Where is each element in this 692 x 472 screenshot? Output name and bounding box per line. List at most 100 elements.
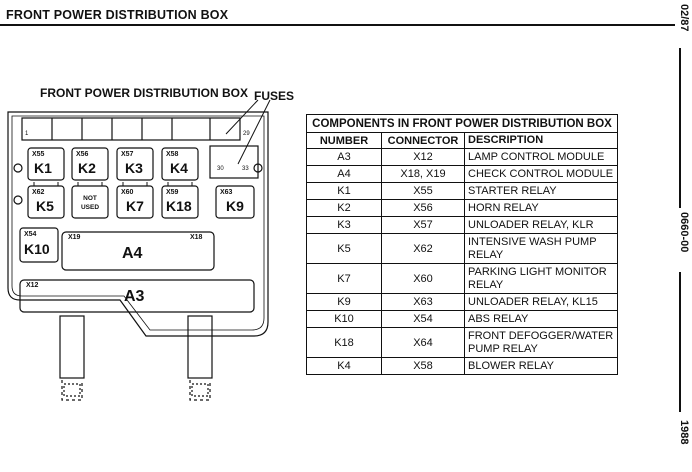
mount-leg-right-dashed xyxy=(189,380,211,401)
column-header-description: DESCRIPTION xyxy=(464,132,618,149)
relay-k18-label: K18 xyxy=(166,198,192,214)
diagram-title: FRONT POWER DISTRIBUTION BOX xyxy=(40,86,248,100)
cell-connector: X63 xyxy=(381,293,465,311)
module-a3-label: A3 xyxy=(124,288,145,305)
relay-k9-connector: X63 xyxy=(220,189,233,196)
relay-not-used-label: NOT USED xyxy=(80,195,100,211)
cell-description: ABS RELAY xyxy=(464,310,618,328)
cell-description: BLOWER RELAY xyxy=(464,357,618,375)
cell-description: CHECK CONTROL MODULE xyxy=(464,165,618,183)
table-caption: COMPONENTS IN FRONT POWER DISTRIBUTION B… xyxy=(306,114,618,133)
relay-k18-body xyxy=(161,185,199,219)
table-row: K2 X56 HORN RELAY xyxy=(306,199,618,217)
relay-k3-label: K3 xyxy=(125,160,143,176)
fuse-first-label: 1 xyxy=(25,131,29,137)
cell-number: A4 xyxy=(306,165,382,183)
table-row: A3 X12 LAMP CONTROL MODULE xyxy=(306,148,618,166)
table-row: K1 X55 STARTER RELAY xyxy=(306,182,618,200)
page-title: FRONT POWER DISTRIBUTION BOX xyxy=(6,8,229,22)
cell-description: HORN RELAY xyxy=(464,199,618,217)
cell-connector: X58 xyxy=(381,357,465,375)
relay-k7-connector: X60 xyxy=(121,189,134,196)
table-row: K18 X64 FRONT DEFOGGER/WATER PUMP RELAY xyxy=(306,327,618,358)
relay-k10-body xyxy=(19,227,59,263)
relay-k5-label: K5 xyxy=(36,198,54,214)
mount-leg-left-dashed xyxy=(61,380,83,401)
relay-k3-body xyxy=(116,147,154,181)
column-header-connector: CONNECTOR xyxy=(381,132,465,149)
relay-k9-body xyxy=(215,185,255,219)
module-a3-body xyxy=(19,279,255,313)
relay-k7-body xyxy=(116,185,154,219)
module-a4-left-connector: X19 xyxy=(68,234,81,241)
relay-k4-connector: X58 xyxy=(166,151,179,158)
relay-k4-label: K4 xyxy=(170,160,188,176)
relay-k10-label: K10 xyxy=(24,241,50,257)
table-row: K7 X60 PARKING LIGHT MONITOR RELAY xyxy=(306,263,618,294)
cell-description: UNLOADER RELAY, KLR xyxy=(464,216,618,234)
table-row: K9 X63 UNLOADER RELAY, KL15 xyxy=(306,293,618,311)
cell-connector: X57 xyxy=(381,216,465,234)
box-housing-outline xyxy=(7,111,269,337)
fuse-strip xyxy=(21,117,241,141)
cell-description: UNLOADER RELAY, KL15 xyxy=(464,293,618,311)
cell-description: FRONT DEFOGGER/WATER PUMP RELAY xyxy=(464,327,618,358)
cell-number: K7 xyxy=(306,263,382,294)
cell-connector: X60 xyxy=(381,263,465,294)
module-a4-body xyxy=(61,231,215,271)
table-row: A4 X18, X19 CHECK CONTROL MODULE xyxy=(306,165,618,183)
cell-number: K2 xyxy=(306,199,382,217)
cell-connector: X55 xyxy=(381,182,465,200)
relay-k1-label: K1 xyxy=(34,160,52,176)
relay-k10-connector: X54 xyxy=(24,231,37,238)
cell-description: STARTER RELAY xyxy=(464,182,618,200)
components-table: COMPONENTS IN FRONT POWER DISTRIBUTION B… xyxy=(306,114,618,375)
relay-k1-connector: X55 xyxy=(32,151,45,158)
cell-number: K9 xyxy=(306,293,382,311)
side-year: 1988 xyxy=(678,420,690,445)
relay-k3-connector: X57 xyxy=(121,151,134,158)
column-header-number: NUMBER xyxy=(306,132,382,149)
mount-leg-right xyxy=(187,315,213,379)
cell-number: K5 xyxy=(306,233,382,264)
cell-connector: X54 xyxy=(381,310,465,328)
relay-k18-connector: X59 xyxy=(166,189,179,196)
side-rule-bottom xyxy=(679,272,681,412)
cell-number: K4 xyxy=(306,357,382,375)
side-rule-top xyxy=(679,48,681,208)
cell-number: K3 xyxy=(306,216,382,234)
table-row: K4 X58 BLOWER RELAY xyxy=(306,357,618,375)
relay-k2-label: K2 xyxy=(78,160,96,176)
fuse-block-small xyxy=(209,145,259,179)
mount-leg-left xyxy=(59,315,85,379)
side-date: 02/87 xyxy=(678,4,690,32)
module-a4-right-connector: X18 xyxy=(190,234,203,241)
cell-connector: X12 xyxy=(381,148,465,166)
table-row: K3 X57 UNLOADER RELAY, KLR xyxy=(306,216,618,234)
fuse-mid-right-label: 33 xyxy=(242,166,249,172)
module-a3-connector: X12 xyxy=(26,282,39,289)
fuse-last-label: 29 xyxy=(243,131,250,137)
relay-k2-connector: X56 xyxy=(76,151,89,158)
cell-number: K18 xyxy=(306,327,382,358)
box-housing-inner-outline xyxy=(11,115,265,331)
module-a4-label: A4 xyxy=(122,245,143,262)
fuses-label: FUSES xyxy=(254,89,295,103)
header-divider xyxy=(0,24,675,26)
cell-connector: X56 xyxy=(381,199,465,217)
relay-k4-body xyxy=(161,147,199,181)
relay-k7-label: K7 xyxy=(126,198,144,214)
cell-number: A3 xyxy=(306,148,382,166)
relay-k2-body xyxy=(71,147,109,181)
relay-k5-body xyxy=(27,185,65,219)
cell-number: K10 xyxy=(306,310,382,328)
cell-connector: X18, X19 xyxy=(381,165,465,183)
cell-connector: X62 xyxy=(381,233,465,264)
side-strip: 02/87 0660-00 1988 xyxy=(670,0,690,472)
fuse-mid-left-label: 30 xyxy=(217,166,224,172)
cell-number: K1 xyxy=(306,182,382,200)
power-distribution-box-diagram xyxy=(7,99,271,401)
relay-k9-label: K9 xyxy=(226,198,244,214)
relay-k5-connector: X62 xyxy=(32,189,45,196)
relay-not-used-body xyxy=(71,185,109,219)
